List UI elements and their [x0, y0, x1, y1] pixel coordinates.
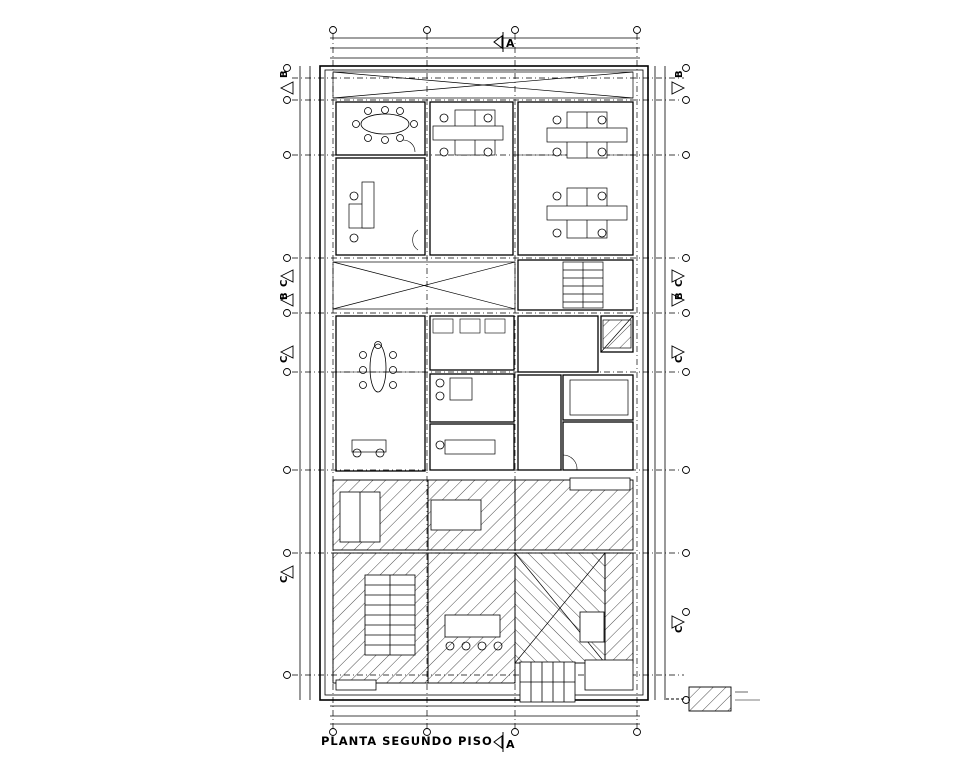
offices-north [335, 101, 634, 256]
side-section-label: C [674, 626, 685, 633]
offices-middle [335, 315, 634, 472]
central-void [332, 261, 516, 310]
exterior-walls [319, 65, 649, 701]
section-label-top: A [506, 37, 515, 50]
grid-bubbles [283, 26, 690, 736]
side-section-markers [279, 81, 686, 629]
hatched-area-furniture [335, 477, 634, 703]
side-section-label: C [279, 576, 290, 583]
side-section-label: B [279, 292, 290, 300]
drawing-title: PLANTA SEGUNDO PISO [321, 734, 493, 748]
side-section-label: C [674, 280, 685, 287]
side-section-label: C [674, 356, 685, 363]
side-section-label: B [674, 292, 685, 300]
dimension-lines [299, 37, 666, 725]
section-label-bottom: A [506, 738, 515, 751]
hatched-areas [332, 479, 634, 684]
side-section-label: C [279, 280, 290, 287]
workstations [348, 109, 628, 239]
section-cut-markers [493, 32, 504, 752]
stair-north [517, 259, 634, 311]
side-section-label: B [279, 70, 290, 78]
hatch-legend [666, 686, 760, 712]
side-section-label: C [279, 356, 290, 363]
top-void [332, 71, 634, 99]
side-section-label: B [674, 70, 685, 78]
